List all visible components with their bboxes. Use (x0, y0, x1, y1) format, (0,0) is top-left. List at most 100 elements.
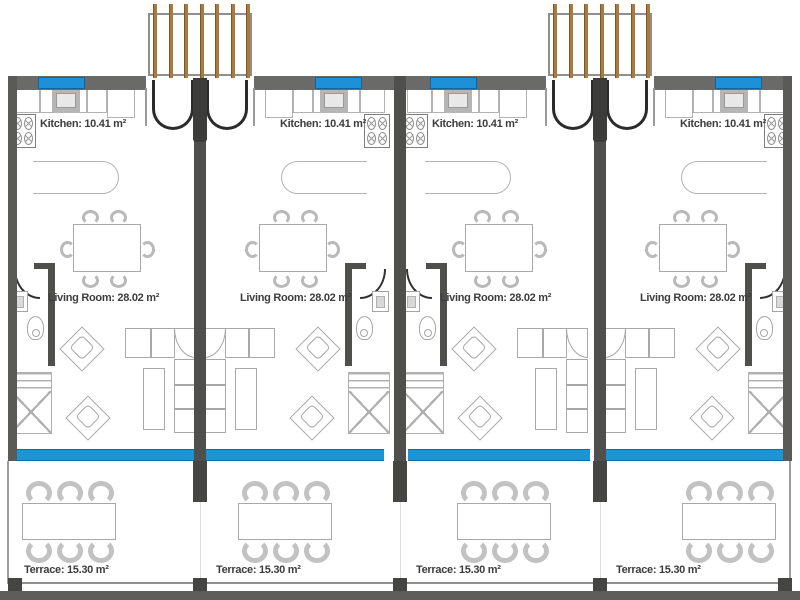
terrace-area-label: Terrace: 15.30 m² (416, 564, 501, 576)
terrace-chair (242, 539, 268, 563)
image-bottom-border (0, 591, 800, 600)
unit-1: Kitchen: 10.41 m² Living Room: 28.02 m² … (8, 0, 200, 600)
entrance-door-swing-arc (152, 80, 194, 130)
terrace-chair (273, 539, 299, 563)
party-wall (594, 80, 606, 461)
dining-chair (502, 210, 519, 225)
sofa-cushion-divider (567, 384, 587, 386)
terrace-chair (523, 539, 549, 563)
terrace-chair (26, 481, 52, 505)
counter-divider (478, 90, 480, 112)
unit-geometry (8, 0, 200, 600)
terrace-area-label: Terrace: 15.30 m² (616, 564, 701, 576)
terrace-wall-stub (393, 461, 407, 502)
kitchen-area-label: Kitchen: 10.41 m² (40, 118, 126, 130)
terrace-area-label: Terrace: 15.30 m² (216, 564, 301, 576)
entrance-center-post (193, 78, 207, 142)
bathroom-partition-wall (48, 263, 55, 366)
sofa-section-vertical (566, 359, 588, 433)
terrace-divider-line (200, 502, 201, 583)
dining-chair (532, 241, 547, 258)
unit-labels: Kitchen: 10.41 m² Living Room: 28.02 m² … (400, 0, 592, 600)
entrance-door-swing-arc (606, 80, 648, 130)
living-room-area-label: Living Room: 28.02 m² (48, 292, 160, 304)
terrace-chair (717, 481, 743, 505)
pergola-beam (646, 4, 650, 78)
exterior-wall-right (783, 76, 792, 461)
dining-table (465, 224, 533, 272)
terrace-chair (273, 481, 299, 505)
entrance-center-post (593, 78, 607, 142)
terrace-chair (492, 539, 518, 563)
dining-chair (474, 273, 491, 288)
pergola-beam (215, 4, 219, 78)
kitchen-window (38, 77, 85, 89)
kitchen-sink (52, 89, 80, 113)
pergola-beam (553, 4, 557, 78)
kitchen-peninsula-counter (33, 161, 119, 194)
sliding-glass-door (16, 449, 198, 461)
sofa-cushion-divider (175, 408, 195, 410)
terrace-chair (748, 539, 774, 563)
pergola-beam (200, 4, 204, 78)
terrace-wall-stub (593, 461, 607, 502)
bathroom-door-lintel (34, 263, 48, 269)
terrace-chair (88, 539, 114, 563)
unit-2: Kitchen: 10.41 m² Living Room: 28.02 m² … (200, 0, 392, 600)
terrace-chair (57, 539, 83, 563)
coffee-table (143, 368, 165, 430)
terrace-chair (461, 539, 487, 563)
terrace-dining-set (682, 481, 776, 563)
terrace-post (778, 578, 792, 592)
pergola-beam (153, 4, 157, 78)
pergola-leg (145, 88, 147, 126)
unit-4: Kitchen: 10.41 m² Living Room: 28.02 m² … (600, 0, 792, 600)
pergola-beam (246, 4, 250, 78)
toilet-bowl (424, 329, 432, 337)
party-wall (394, 76, 406, 461)
kitchen-area-label: Kitchen: 10.41 m² (280, 118, 366, 130)
toilet-bowl (32, 329, 40, 337)
stair-steps (11, 373, 51, 394)
terrace-dining-set (22, 481, 116, 563)
sofa-cushion-divider (567, 408, 587, 410)
pergola-leg (545, 88, 547, 126)
terrace-table (682, 503, 776, 540)
counter-divider (86, 90, 88, 112)
terrace-dining-set (238, 481, 332, 563)
stove-burner-icon (416, 117, 425, 130)
entrance-door-swing-arc (552, 80, 594, 130)
dining-chair (140, 241, 155, 258)
pergola-leg (653, 88, 655, 126)
dining-chair (502, 273, 519, 288)
terrace-chair (523, 481, 549, 505)
pergola-leg (253, 88, 255, 126)
counter-divider (431, 90, 433, 112)
stove-burner-icon (416, 132, 425, 145)
terrace-divider-line (400, 502, 401, 583)
terrace-chair (686, 539, 712, 563)
terrace-post (593, 578, 607, 592)
sliding-glass-door (408, 449, 590, 461)
staircase (10, 372, 52, 434)
living-room-area-label: Living Room: 28.02 m² (240, 292, 352, 304)
living-room-area-label: Living Room: 28.02 m² (640, 292, 752, 304)
terrace-chair (304, 481, 330, 505)
pergola-beam (584, 4, 588, 78)
unit-geometry (400, 0, 592, 600)
stair-steps (403, 373, 443, 394)
terrace-divider-line (600, 502, 601, 583)
terrace-chair (686, 481, 712, 505)
sofa-section-horizontal (517, 328, 567, 358)
stove-burner-icon (24, 132, 33, 145)
terrace-table (457, 503, 551, 540)
toilet (27, 316, 44, 340)
dining-set (60, 210, 156, 290)
pergola-beam (631, 4, 635, 78)
kitchen-window (430, 77, 477, 89)
terrace-chair (304, 539, 330, 563)
terrace-post (193, 578, 207, 592)
kitchen-window (315, 77, 362, 89)
unit-labels: Kitchen: 10.41 m² Living Room: 28.02 m² … (200, 0, 392, 600)
